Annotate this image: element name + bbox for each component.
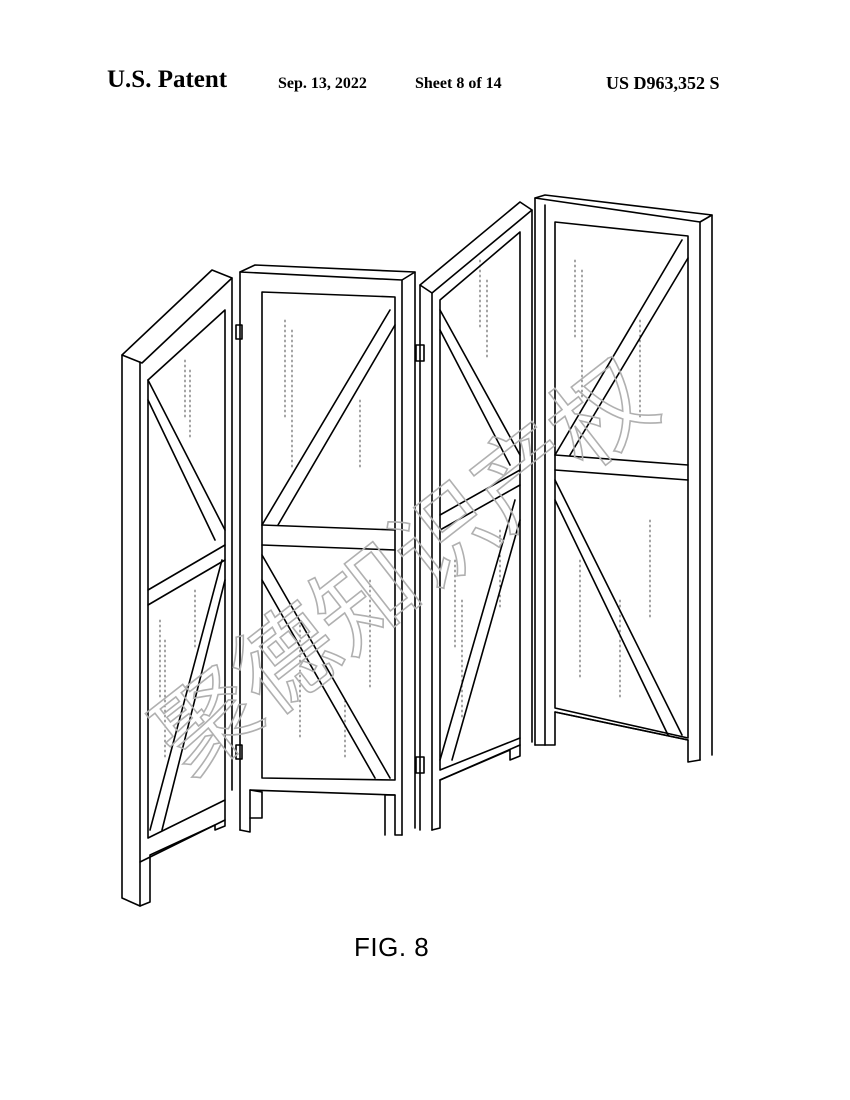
patent-title: U.S. Patent	[107, 66, 228, 93]
figure-label: FIG. 8	[354, 932, 430, 962]
divider-panel-4	[534, 194, 713, 763]
sheet-number: Sheet 8 of 14	[415, 75, 502, 92]
divider-panel-2	[235, 264, 416, 836]
divider-panel-1	[121, 269, 233, 907]
divider-panel-3	[415, 201, 533, 831]
patent-number: US D963,352 S	[606, 73, 720, 93]
patent-date: Sep. 13, 2022	[278, 75, 367, 92]
